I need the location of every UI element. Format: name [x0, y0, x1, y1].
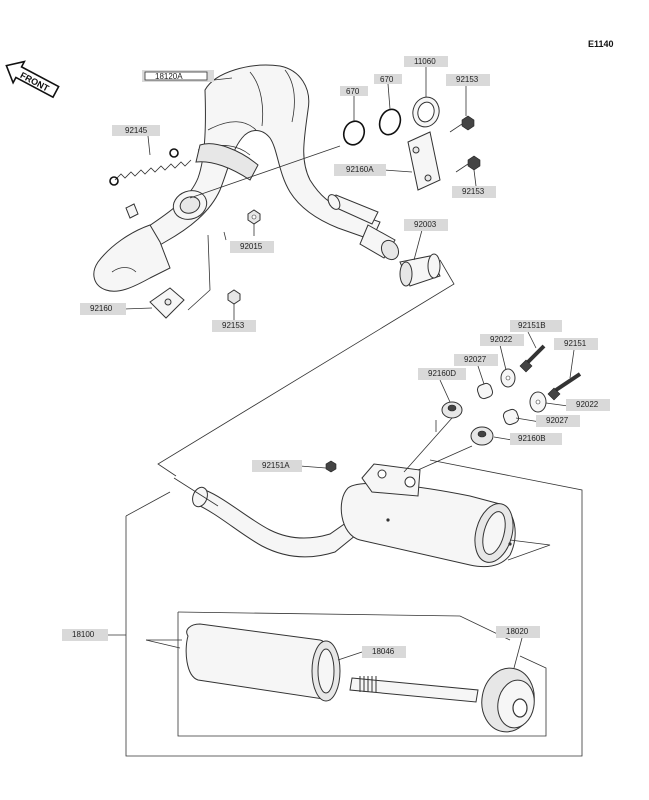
label-92160B: 92160B [510, 433, 562, 445]
bolt-92153-c [227, 289, 241, 305]
svg-text:92153: 92153 [456, 75, 479, 84]
svg-text:92160A: 92160A [346, 165, 374, 174]
collar-92027-b [502, 408, 520, 426]
leader-lines [108, 67, 575, 669]
nut-92015 [247, 209, 261, 225]
svg-text:92022: 92022 [490, 335, 513, 344]
svg-text:18100: 18100 [72, 630, 95, 639]
label-18100: 18100 [62, 629, 108, 641]
label-92153-b: 92153 [452, 186, 496, 198]
diagram-code: E1140 [588, 39, 614, 49]
svg-text:92145: 92145 [125, 126, 148, 135]
label-92153-a: 92153 [446, 74, 490, 86]
svg-text:92027: 92027 [546, 416, 569, 425]
perforated-core [359, 676, 377, 692]
svg-text:18120A: 18120A [155, 72, 183, 81]
bracket-92160A [407, 131, 441, 191]
label-92015: 92015 [230, 241, 274, 253]
label-18020: 18020 [496, 626, 540, 638]
svg-text:18020: 18020 [506, 627, 529, 636]
damper-92160B [470, 426, 494, 446]
label-92160D: 92160D [418, 368, 466, 380]
svg-text:92022: 92022 [576, 400, 599, 409]
svg-text:92153: 92153 [462, 187, 485, 196]
label-92160A: 92160A [334, 164, 386, 176]
washer-92022-b [529, 391, 547, 413]
washer-92022-a [500, 368, 516, 388]
o-ring-670-b [378, 108, 402, 136]
exhaust-spring-92145 [109, 148, 192, 186]
label-92027-b: 92027 [536, 415, 580, 427]
svg-text:92160B: 92160B [518, 434, 546, 443]
svg-text:92151A: 92151A [262, 461, 290, 470]
front-arrow-icon: FRONT [5, 60, 60, 99]
label-92003: 92003 [404, 219, 448, 231]
label-92160: 92160 [80, 303, 126, 315]
svg-text:670: 670 [380, 75, 394, 84]
bolt-92153-a [449, 115, 475, 133]
o-ring-670-a [342, 120, 366, 146]
svg-text:92003: 92003 [414, 220, 437, 229]
damper-92160D [441, 401, 463, 419]
label-92022-a: 92022 [480, 334, 524, 346]
bolt-92151 [547, 372, 582, 401]
svg-text:11060: 11060 [414, 57, 436, 66]
label-18046: 18046 [362, 646, 406, 658]
label-92151A: 92151A [252, 460, 302, 472]
svg-text:18046: 18046 [372, 647, 395, 656]
label-11060: 11060 [404, 56, 448, 67]
part-labels: 18120A 92145 670 670 11060 92153 92160A [62, 56, 610, 658]
label-92153-c: 92153 [212, 320, 256, 332]
bolt-92153-b [455, 155, 481, 173]
label-92022-b: 92022 [566, 399, 610, 411]
label-18120A: 18120A [142, 70, 214, 82]
gasket-11060 [412, 96, 440, 128]
collar-92027-a [476, 382, 494, 400]
exhaust-header-pipe [93, 64, 400, 292]
svg-text:92151B: 92151B [518, 321, 546, 330]
label-92151B: 92151B [510, 320, 562, 332]
svg-text:92015: 92015 [240, 242, 263, 251]
svg-text:92160D: 92160D [428, 369, 456, 378]
svg-text:670: 670 [346, 87, 360, 96]
label-670-b: 670 [374, 74, 402, 84]
muffler-internals [125, 459, 583, 757]
label-92027-a: 92027 [454, 354, 498, 366]
bracket-92160 [149, 287, 185, 319]
bolt-92151B [519, 344, 546, 373]
muffler-assembly [192, 460, 516, 568]
svg-text:92151: 92151 [564, 339, 587, 348]
svg-text:92027: 92027 [464, 355, 487, 364]
label-92145: 92145 [112, 125, 160, 136]
svg-text:92153: 92153 [222, 321, 245, 330]
label-670-a: 670 [340, 86, 368, 96]
joint-92003 [399, 253, 441, 287]
svg-text:92160: 92160 [90, 304, 113, 313]
label-92151: 92151 [554, 338, 598, 350]
